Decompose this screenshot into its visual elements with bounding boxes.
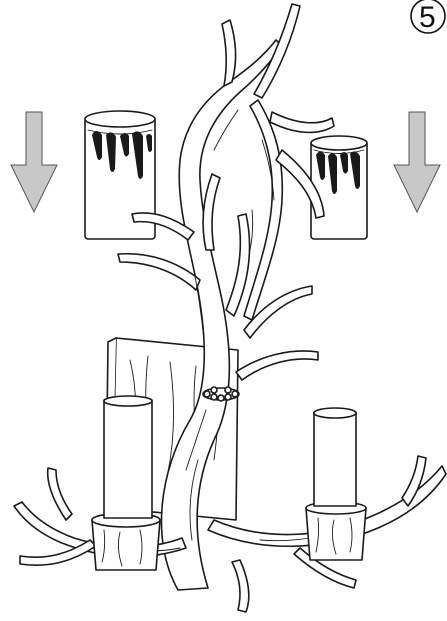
- bead-collar: [202, 386, 240, 402]
- down-arrow-icon: [10, 111, 58, 214]
- candle-cup-right: [305, 501, 367, 561]
- antler-body: [13, 3, 447, 613]
- candle-sleeve-right: [310, 135, 368, 240]
- candle-tube-left: [103, 395, 153, 519]
- candle-cup-left: [91, 512, 161, 571]
- step-number: 5: [419, 1, 436, 34]
- candle-sleeve-left: [84, 110, 156, 240]
- step-badge: 5: [410, 0, 446, 34]
- down-arrow-icon: [393, 111, 441, 214]
- candle-tube-right: [313, 407, 357, 507]
